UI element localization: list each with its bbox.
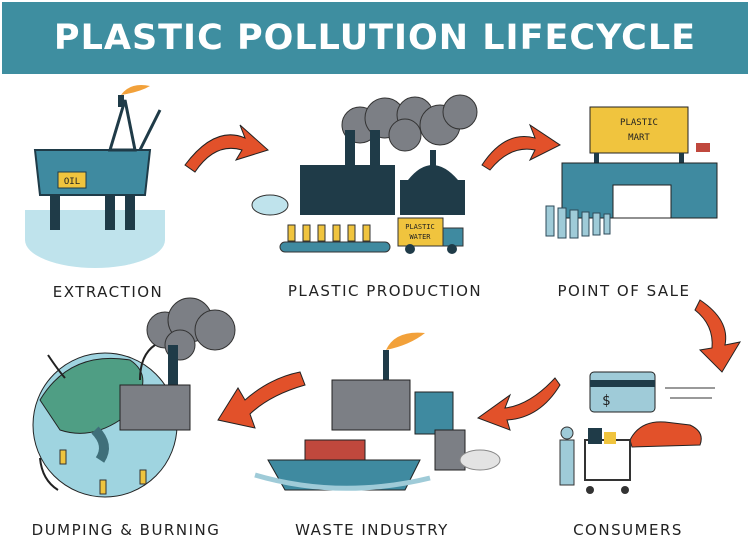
waste-industry-illustration bbox=[254, 332, 501, 491]
stage-label-plastic-production: PLASTIC PRODUCTION bbox=[287, 282, 483, 300]
arrow-icon bbox=[184, 124, 269, 173]
truck-label-2: WATER bbox=[409, 233, 431, 241]
stage-label-extraction: EXTRACTION bbox=[52, 283, 164, 301]
curved-arrow-icon bbox=[139, 344, 156, 381]
truck-label-1: PLASTIC bbox=[405, 223, 435, 231]
store-sign-line-2: MART bbox=[628, 133, 650, 143]
stage-label-consumers: CONSUMERS bbox=[573, 521, 683, 539]
oil-rig-illustration: OIL bbox=[25, 85, 165, 268]
store-sign-line-1: PLASTIC bbox=[620, 118, 658, 128]
title-banner: PLASTIC POLLUTION LIFECYCLE bbox=[2, 2, 748, 74]
curved-arrow-icon bbox=[47, 354, 66, 379]
arrow-icon bbox=[481, 123, 561, 171]
stage-label-waste-industry: WASTE INDUSTRY bbox=[295, 521, 449, 539]
consumers-illustration: $ bbox=[559, 371, 715, 494]
arrow-icon bbox=[217, 371, 306, 429]
dumping-burning-illustration bbox=[32, 297, 236, 498]
stage-label-point-of-sale: POINT OF SALE bbox=[557, 282, 691, 300]
page-title: PLASTIC POLLUTION LIFECYCLE bbox=[53, 18, 697, 58]
arrow-icon bbox=[694, 299, 742, 373]
dollar-icon: $ bbox=[602, 393, 610, 409]
arrow-icon bbox=[476, 377, 561, 431]
stage-label-dumping-burning: DUMPING & BURNING bbox=[31, 521, 221, 539]
store-illustration: PLASTIC MART bbox=[545, 106, 718, 239]
curved-arrow-icon bbox=[39, 457, 59, 491]
oil-label: OIL bbox=[64, 177, 80, 187]
factory-illustration: PLASTIC WATER bbox=[251, 94, 478, 254]
